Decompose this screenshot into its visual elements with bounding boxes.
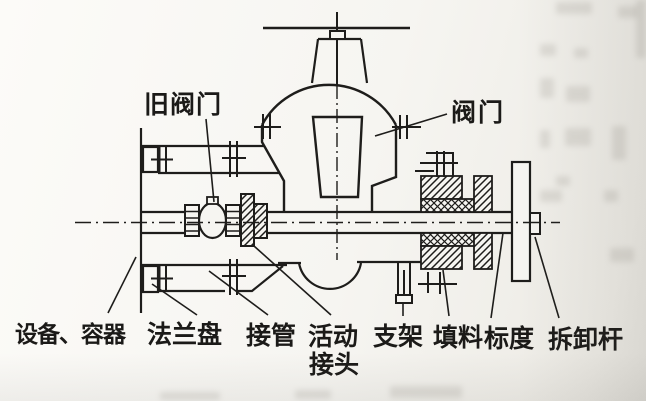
leader-valve <box>374 113 448 137</box>
bleed-through-mark <box>556 176 570 186</box>
leader-scale <box>490 232 504 319</box>
break-symbol <box>151 266 173 292</box>
rod-end-cap <box>529 212 541 235</box>
bleed-through-mark <box>618 6 638 18</box>
label-bracket: 支架 <box>373 323 423 351</box>
bleed-through-mark <box>540 190 562 202</box>
upper-left-pipe <box>141 144 280 175</box>
label-packing: 填料 <box>433 324 483 352</box>
break-symbol <box>222 259 246 295</box>
packing-gland <box>420 175 493 270</box>
gland-lower-right <box>473 232 493 270</box>
label-connecting-pipe: 接管 <box>246 321 296 350</box>
yoke <box>310 37 369 84</box>
valve-gate <box>311 115 364 199</box>
leader-union <box>253 245 332 316</box>
valve-body <box>260 83 398 212</box>
break-symbol <box>222 141 246 177</box>
bleed-through-mark <box>574 48 588 58</box>
union-nut <box>240 193 255 247</box>
label-flange: 法兰盘 <box>147 320 222 349</box>
tee-handle-plate <box>510 160 532 283</box>
leader-packing <box>442 269 450 317</box>
ribbed-flange-right <box>225 204 241 237</box>
label-union-line1: 活动 <box>308 323 358 351</box>
label-union-line2: 接头 <box>309 351 359 379</box>
break-symbol <box>151 146 173 173</box>
bleed-through-mark <box>540 44 556 56</box>
bracket-foot <box>395 294 413 304</box>
leader-connecting-pipe <box>208 270 269 316</box>
support-bracket <box>395 263 413 304</box>
lower-left-pipe <box>141 263 287 293</box>
container-wall <box>139 128 160 313</box>
ribbed-flange-left <box>184 204 200 237</box>
bleed-through-mark <box>604 190 618 202</box>
bleed-through-mark <box>565 128 591 146</box>
leader-equipment <box>107 256 137 314</box>
valve-body-left-skirt <box>260 125 286 212</box>
label-scale: 标度 <box>484 324 534 353</box>
handwheel <box>263 12 410 85</box>
bleed-through-mark <box>612 126 626 160</box>
bleed-through-mark <box>295 390 331 399</box>
old-valve-ball-body <box>197 201 228 240</box>
bleed-through-mark <box>540 130 550 148</box>
diagram-labels: 旧阀门 阀门 设备、容器 法兰盘 接管 活动 接头 支架 填料 标度 拆卸杆 <box>15 90 623 379</box>
break-symbol <box>418 272 457 294</box>
leader-flange <box>151 283 198 316</box>
gland-lower <box>420 245 463 270</box>
label-removal-rod: 拆卸杆 <box>548 325 623 354</box>
leader-lines <box>107 113 560 319</box>
old-valve-stem <box>206 196 219 205</box>
upper-right-outlet <box>415 152 454 176</box>
break-symbol <box>420 151 458 177</box>
gland-upper <box>420 175 463 200</box>
leader-old-valve <box>205 118 215 203</box>
leader-removal-rod <box>534 236 560 319</box>
break-symbol <box>254 114 281 139</box>
bleed-through-mark <box>566 86 590 102</box>
gland-upper-right <box>473 175 493 213</box>
bleed-through-mark <box>160 392 220 400</box>
label-valve: 阀门 <box>451 98 505 127</box>
bleed-through-mark <box>556 2 592 14</box>
bottom-dome-arc <box>297 262 363 290</box>
bleed-through-mark <box>636 0 646 58</box>
valve-bottom-body <box>278 260 424 290</box>
valve-body-dome-arc <box>260 83 398 126</box>
valve-body-right-skirt <box>370 125 398 212</box>
bleed-through-mark <box>540 78 554 98</box>
bleed-through-mark <box>610 248 634 262</box>
stem-nut <box>329 30 346 40</box>
union-tail <box>253 203 268 239</box>
bleed-through-mark <box>390 386 462 398</box>
label-equipment-container: 设备、容器 <box>15 321 127 347</box>
label-old-valve: 旧阀门 <box>144 90 222 119</box>
old-valve-assembly <box>184 193 268 247</box>
